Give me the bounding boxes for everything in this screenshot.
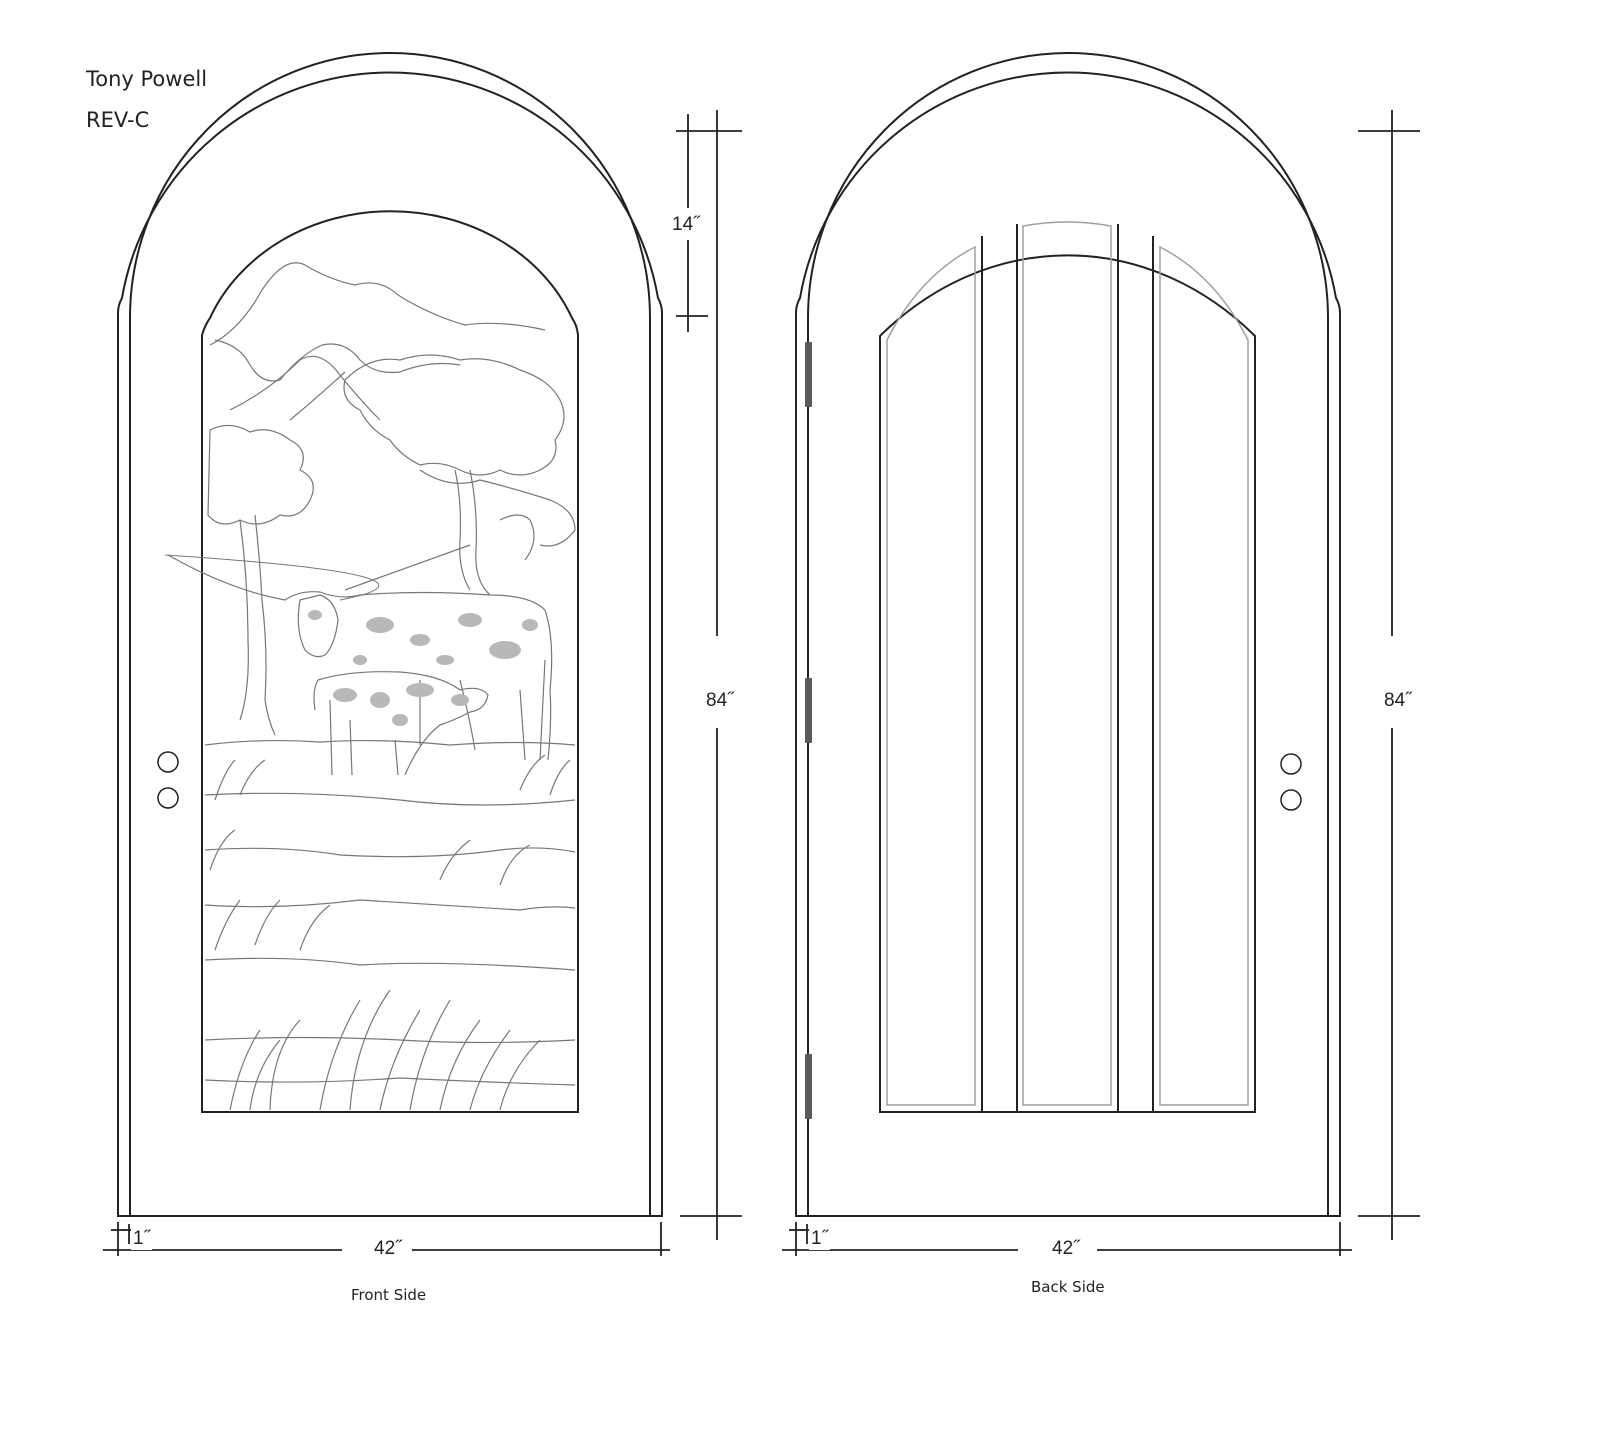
front-height-label: 84˝ — [704, 690, 736, 712]
front-inner-frame — [129, 52, 651, 1216]
back-side-caption: Back Side — [1031, 1278, 1105, 1296]
front-frame-label: 1˝ — [131, 1228, 152, 1250]
front-arch-rise-label: 14˝ — [670, 214, 702, 236]
back-handle-hole-lower — [1280, 789, 1302, 811]
front-glass-opening — [201, 210, 579, 1113]
bottom-hinge — [805, 1054, 812, 1119]
front-handle-hole-lower — [157, 787, 179, 809]
front-outer-frame — [117, 71, 663, 1217]
back-width-label: 42˝ — [1050, 1238, 1082, 1260]
front-width-label: 42˝ — [372, 1238, 404, 1260]
back-outer-frame — [795, 71, 1341, 1217]
middle-hinge — [805, 678, 812, 743]
front-side-caption: Front Side — [351, 1286, 427, 1304]
cow-spots — [308, 610, 538, 726]
back-frame-label: 1˝ — [809, 1228, 830, 1250]
back-height-label: 84˝ — [1382, 690, 1414, 712]
back-handle-hole-upper — [1280, 753, 1302, 775]
right-panel — [1159, 245, 1249, 1106]
left-panel — [886, 245, 976, 1106]
back-panel-group — [879, 254, 1256, 1113]
etched-glass-scene — [164, 262, 576, 1111]
front-door — [117, 52, 663, 1217]
back-inner-panels — [886, 221, 1249, 1106]
front-handle-hole-upper — [157, 751, 179, 773]
client-name: Tony Powell — [86, 67, 208, 91]
dimension-lines — [103, 110, 1420, 1256]
center-panel — [1022, 221, 1112, 1106]
revision-label: REV-C — [86, 108, 150, 132]
back-door — [795, 52, 1341, 1217]
top-hinge — [805, 342, 812, 407]
back-inner-frame — [807, 52, 1329, 1216]
back-hinges — [805, 342, 812, 1119]
